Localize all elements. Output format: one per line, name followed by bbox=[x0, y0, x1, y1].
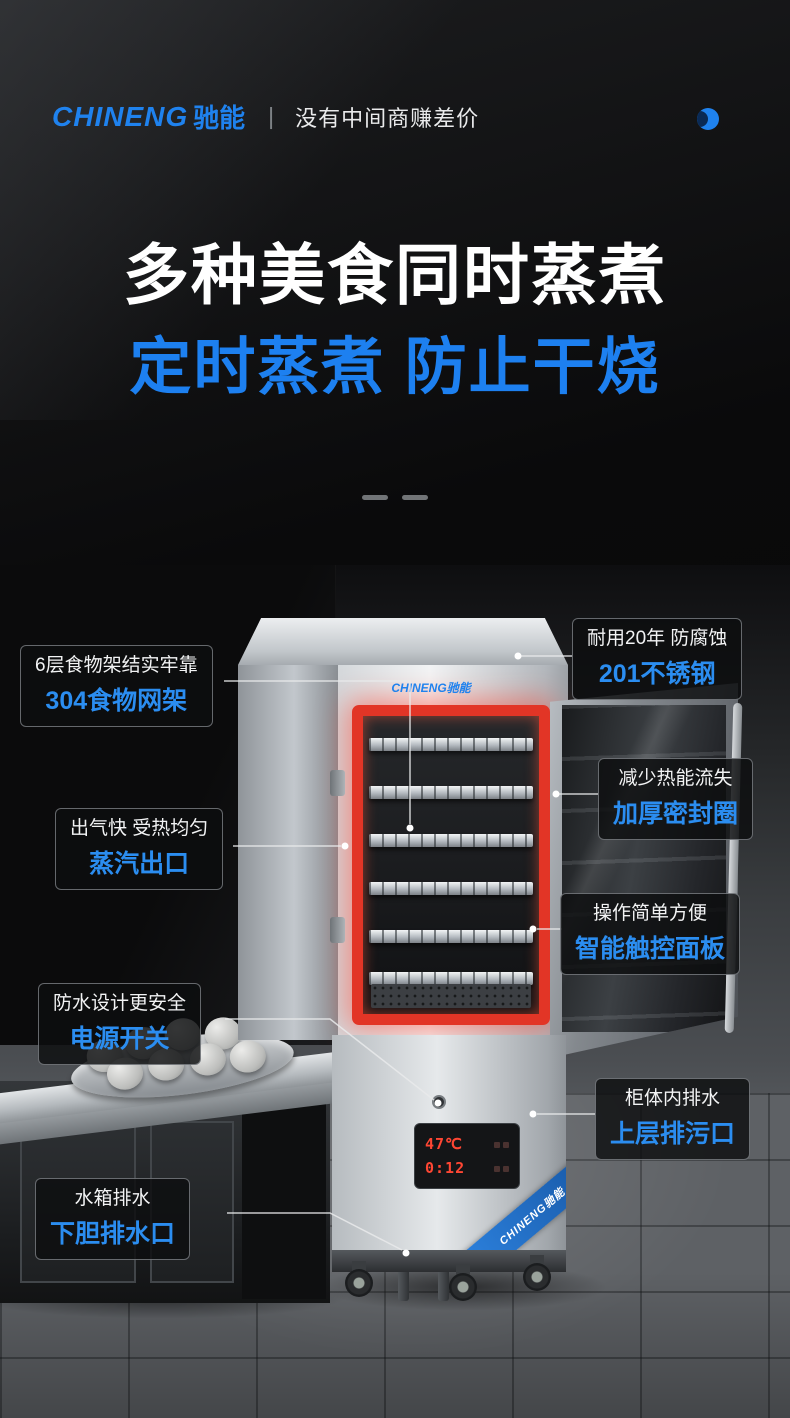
counter-open-shelf bbox=[242, 1099, 326, 1299]
brand-logo: CHINENG bbox=[52, 100, 189, 132]
base-cabinet: 47℃ 0:12 CHINENG驰能 bbox=[332, 1035, 566, 1272]
base-recess bbox=[332, 1250, 566, 1272]
hinge-icon bbox=[330, 917, 345, 943]
door-seal-gasket bbox=[352, 705, 550, 1025]
callout-desc: 6层食物架结实牢靠 bbox=[35, 655, 198, 676]
hero-subtitle: 定时蒸煮 防止干烧 bbox=[129, 333, 661, 402]
callout-switch: 防水设计更安全 电源开关 bbox=[38, 983, 202, 1065]
indicator-icons bbox=[491, 1135, 509, 1153]
ribbon-text: CHINENG驰能 bbox=[497, 1185, 566, 1248]
callout-desc: 操作简单方便 bbox=[593, 903, 708, 924]
callout-desc: 水箱排水 bbox=[74, 1188, 151, 1209]
brand-logo-cn: 驰能 bbox=[193, 103, 246, 133]
callout-desc: 防水设计更安全 bbox=[53, 993, 187, 1014]
hinge-icon bbox=[330, 770, 345, 796]
cabinet-left-side bbox=[238, 665, 340, 1040]
panel-row: 0:12 bbox=[425, 1159, 509, 1177]
callout-feature: 加厚密封圈 bbox=[613, 799, 739, 828]
header-divider: 丨 bbox=[259, 106, 284, 133]
indicator-icon bbox=[503, 1166, 509, 1172]
panel-row: 47℃ bbox=[425, 1135, 509, 1153]
callout-drain-top: 柜体内排水 上层排污口 bbox=[595, 1078, 751, 1160]
callout-feature: 智能触控面板 bbox=[575, 934, 726, 963]
callout-feature: 蒸汽出口 bbox=[89, 849, 190, 878]
control-panel[interactable]: 47℃ 0:12 bbox=[414, 1123, 520, 1189]
open-glass-door[interactable] bbox=[550, 683, 738, 1058]
callout-steel: 耐用20年 防腐蚀 201不锈钢 bbox=[572, 618, 743, 700]
callout-panel: 操作简单方便 智能触控面板 bbox=[560, 893, 741, 975]
caster-wheel bbox=[522, 1255, 552, 1291]
header-tagline: 没有中间商赚差价 bbox=[295, 105, 480, 131]
indicator-icons bbox=[491, 1159, 509, 1177]
brand-crescent-icon bbox=[697, 108, 719, 130]
timer-readout: 0:12 bbox=[425, 1159, 466, 1177]
wire-shelf bbox=[369, 834, 533, 847]
background-streak bbox=[0, 0, 520, 420]
hero-title: 多种美食同时蒸煮 bbox=[123, 238, 667, 312]
cabinet-top bbox=[238, 618, 568, 665]
callout-steam: 出气快 受热均匀 蒸汽出口 bbox=[55, 808, 224, 890]
divider-dashes bbox=[0, 487, 790, 505]
callout-desc: 耐用20年 防腐蚀 bbox=[587, 628, 728, 649]
callout-feature: 电源开关 bbox=[69, 1024, 170, 1053]
callout-feature: 304食物网架 bbox=[45, 686, 188, 715]
wire-shelf bbox=[369, 882, 533, 895]
door-glass bbox=[562, 705, 726, 1032]
callout-seal: 减少热能流失 加厚密封圈 bbox=[598, 758, 754, 840]
wire-shelf bbox=[369, 786, 533, 799]
header: CHINENG 驰能 丨 没有中间商赚差价 bbox=[52, 98, 479, 135]
callout-shelves: 6层食物架结实牢靠 304食物网架 bbox=[20, 645, 213, 727]
dash-icon bbox=[402, 495, 428, 500]
indicator-icon bbox=[494, 1142, 500, 1148]
callout-feature: 201不锈钢 bbox=[598, 659, 716, 688]
indicator-icon bbox=[494, 1166, 500, 1172]
callout-desc: 出气快 受热均匀 bbox=[70, 818, 209, 839]
dash-icon bbox=[362, 495, 388, 500]
caster-wheel bbox=[344, 1261, 374, 1297]
temperature-readout: 47℃ bbox=[425, 1135, 463, 1153]
callout-feature: 上层排污口 bbox=[610, 1119, 736, 1148]
wire-shelf bbox=[369, 930, 533, 943]
cabinet-brand-label: CHINENG驰能 bbox=[391, 681, 471, 695]
drain-pipe bbox=[438, 1255, 449, 1301]
power-switch[interactable] bbox=[432, 1095, 446, 1109]
callout-drain-bottom: 水箱排水 下胆排水口 bbox=[35, 1178, 191, 1260]
drain-pipe bbox=[398, 1255, 409, 1301]
caster-wheel bbox=[448, 1265, 478, 1301]
callout-feature: 下胆排水口 bbox=[50, 1219, 176, 1248]
perforated-tray bbox=[371, 984, 531, 1008]
wire-shelf bbox=[369, 972, 533, 985]
wire-shelf bbox=[369, 738, 533, 751]
callout-desc: 减少热能流失 bbox=[618, 768, 733, 789]
indicator-icon bbox=[503, 1142, 509, 1148]
callout-desc: 柜体内排水 bbox=[625, 1088, 721, 1109]
